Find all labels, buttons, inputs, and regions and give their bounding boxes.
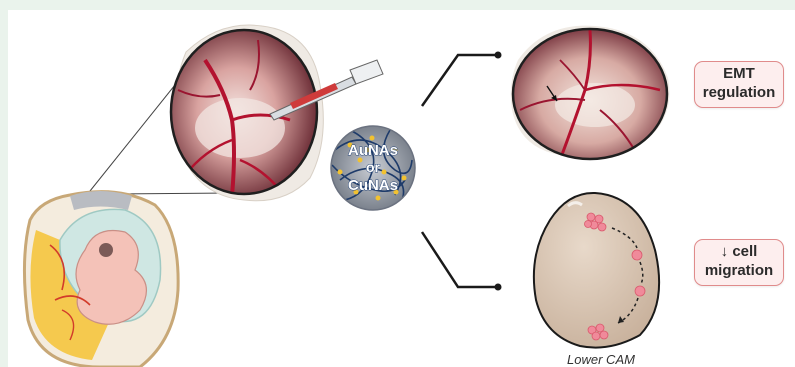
connector-lower xyxy=(422,232,498,287)
connector-upper xyxy=(422,55,498,106)
cell-migration-label: ↓ cell migration xyxy=(694,239,784,286)
cam-result-photo xyxy=(511,26,670,160)
migration-label-line2: migration xyxy=(695,261,783,280)
embryo-egg-illustration xyxy=(24,191,178,367)
emt-label-line1: EMT xyxy=(695,64,783,83)
connector-lower-dot xyxy=(495,284,502,291)
emt-label-line2: regulation xyxy=(695,83,783,102)
connector-upper-dot xyxy=(495,52,502,59)
particle-label-line3: CuNAs xyxy=(348,177,398,194)
egg-caption: Lower CAM xyxy=(556,352,646,367)
particle-label-line2: or xyxy=(366,159,381,175)
cam-window-photo xyxy=(171,25,323,201)
particle-label-line1: AuNAs xyxy=(348,142,398,159)
tumor-cell-mid2 xyxy=(635,286,645,296)
egg-tumor-illustration xyxy=(534,193,659,348)
migration-label-line1: ↓ cell xyxy=(695,242,783,261)
emt-regulation-label: EMT regulation xyxy=(694,61,784,108)
tumor-cell-mid1 xyxy=(632,250,642,260)
